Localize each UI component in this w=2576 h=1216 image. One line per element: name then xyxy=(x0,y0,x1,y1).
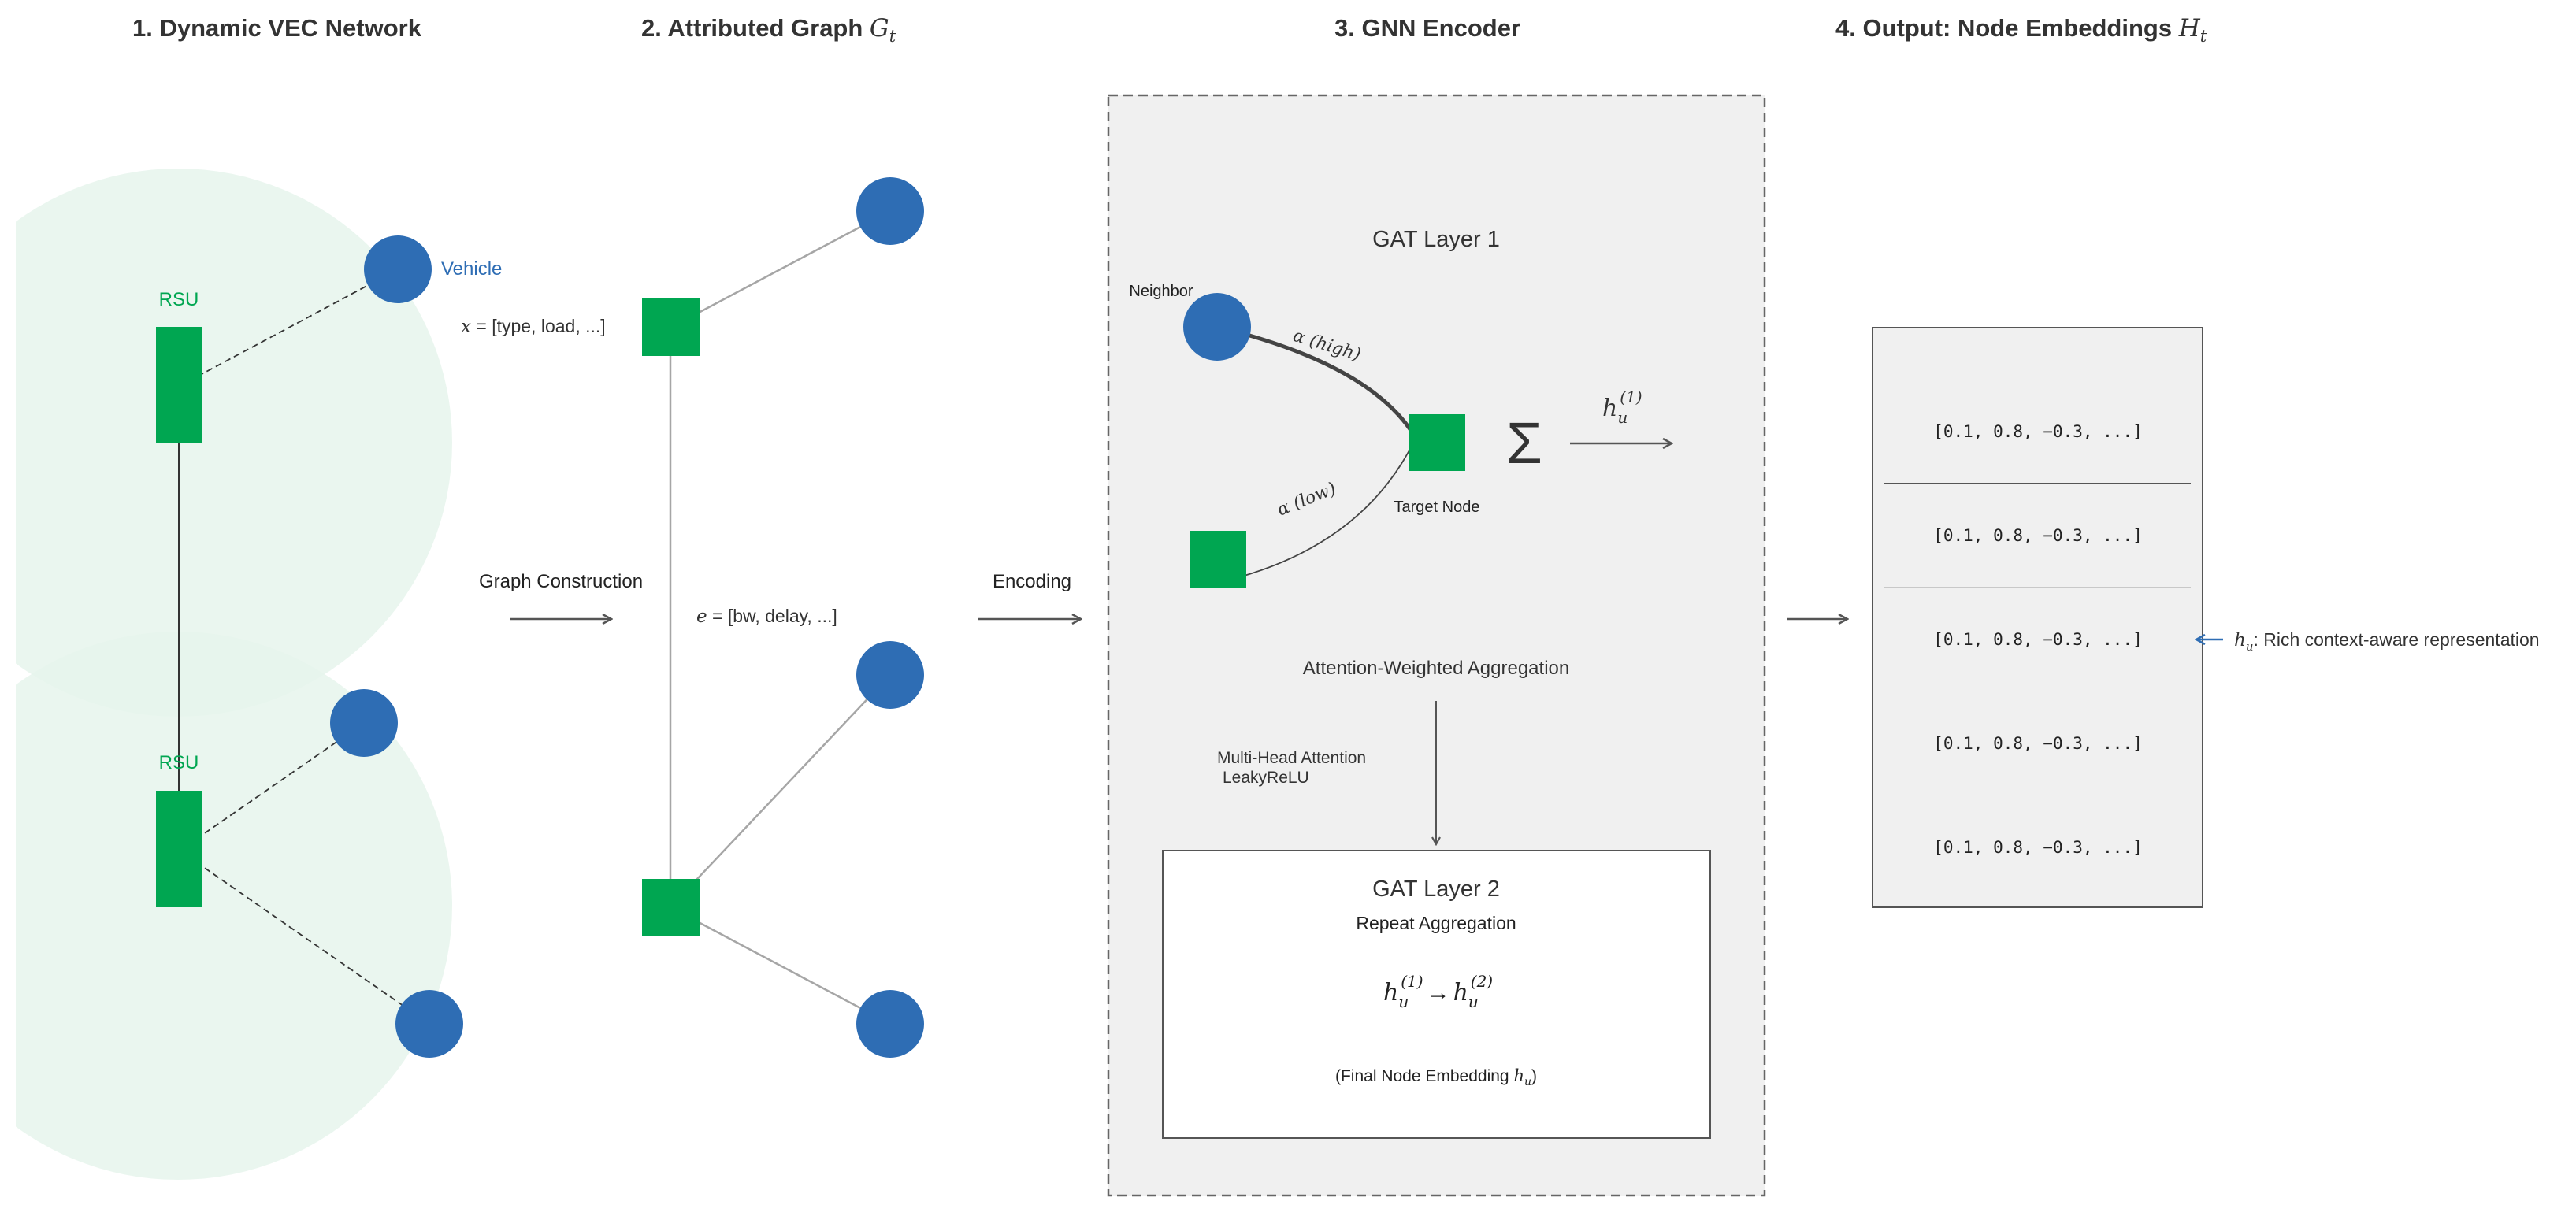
edge-attribute-label: e = [bw, delay, ...] xyxy=(696,606,837,627)
node-attribute-label: x = [type, load, ...] xyxy=(461,316,606,337)
graph-edge xyxy=(670,209,891,329)
vehicle-node xyxy=(364,235,432,303)
v2i-link xyxy=(179,722,365,851)
v2i-link xyxy=(179,269,399,387)
graph-rsu-node xyxy=(642,298,700,356)
attention-edge-low xyxy=(1216,448,1411,584)
rsu-coverage-area xyxy=(16,169,452,717)
graph-vehicle-node xyxy=(856,641,924,709)
final-embedding-label: (Final Node Embedding hu) xyxy=(1335,1066,1537,1088)
rsu-node xyxy=(156,327,202,443)
vec-network-panel xyxy=(16,169,452,1180)
section-header-output: 4. Output: Node Embeddings Ht xyxy=(1835,14,2207,46)
embedding-row: [0.1, 0.8, −0.3, ...] xyxy=(1933,526,2143,545)
layer-transition-formula: hu(1)→hu(2) xyxy=(1383,972,1493,1011)
target-node-label: Target Node xyxy=(1394,499,1480,516)
embedding-row: [0.1, 0.8, −0.3, ...] xyxy=(1933,734,2143,753)
section-header-encoder: 3. GNN Encoder xyxy=(1334,14,1520,42)
gat-layer-2-title: GAT Layer 2 xyxy=(1372,877,1500,902)
leakyrelu-note: LeakyReLU xyxy=(1223,769,1309,787)
representation-annotation: hu: Rich context-aware representation xyxy=(2234,629,2540,654)
encoding-label: Encoding xyxy=(993,571,1071,592)
gat-layer-2-box xyxy=(1162,850,1711,1139)
multi-head-attention-note: Multi-Head Attention xyxy=(1217,749,1366,767)
neighbor-label: Neighbor xyxy=(1129,283,1193,300)
embedding-row: [0.1, 0.8, −0.3, ...] xyxy=(1933,838,2143,857)
embedding-row: [0.1, 0.8, −0.3, ...] xyxy=(1933,422,2143,441)
aggregation-label: Attention-Weighted Aggregation xyxy=(1303,658,1569,679)
vehicle-node xyxy=(330,689,398,757)
attributed-graph-panel: x = [type, load, ...] e = [bw, delay, ..… xyxy=(461,177,924,1058)
repeat-aggregation-label: Repeat Aggregation xyxy=(1356,913,1516,933)
section-header-graph: 2. Attributed Graph Gt xyxy=(641,14,896,46)
layer1-hidden-state: hu(1) xyxy=(1602,387,1642,427)
rsu-label: RSU xyxy=(159,289,199,310)
vehicle-node xyxy=(395,990,463,1058)
graph-edge xyxy=(670,674,891,908)
vehicle-label: Vehicle xyxy=(441,258,502,280)
graph-vehicle-node xyxy=(856,990,924,1058)
gat-layer-1-title: GAT Layer 1 xyxy=(1372,227,1500,252)
rsu-coverage-area xyxy=(16,632,452,1180)
target-node xyxy=(1409,414,1465,471)
neighbor-square-node xyxy=(1190,531,1246,588)
summation-symbol: Σ xyxy=(1506,410,1542,476)
neighbor-node xyxy=(1183,293,1251,361)
graph-edge xyxy=(670,906,891,1025)
embedding-row: [0.1, 0.8, −0.3, ...] xyxy=(1933,630,2143,649)
graph-vehicle-node xyxy=(856,177,924,245)
rsu-label: RSU xyxy=(159,752,199,773)
graph-rsu-node xyxy=(642,879,700,936)
graph-construction-label: Graph Construction xyxy=(479,571,643,592)
section-header-network: 1. Dynamic VEC Network xyxy=(132,14,422,42)
rsu-node xyxy=(156,791,202,907)
embedding-matrix-panel xyxy=(1872,327,2203,908)
attention-edge-high xyxy=(1216,324,1412,431)
